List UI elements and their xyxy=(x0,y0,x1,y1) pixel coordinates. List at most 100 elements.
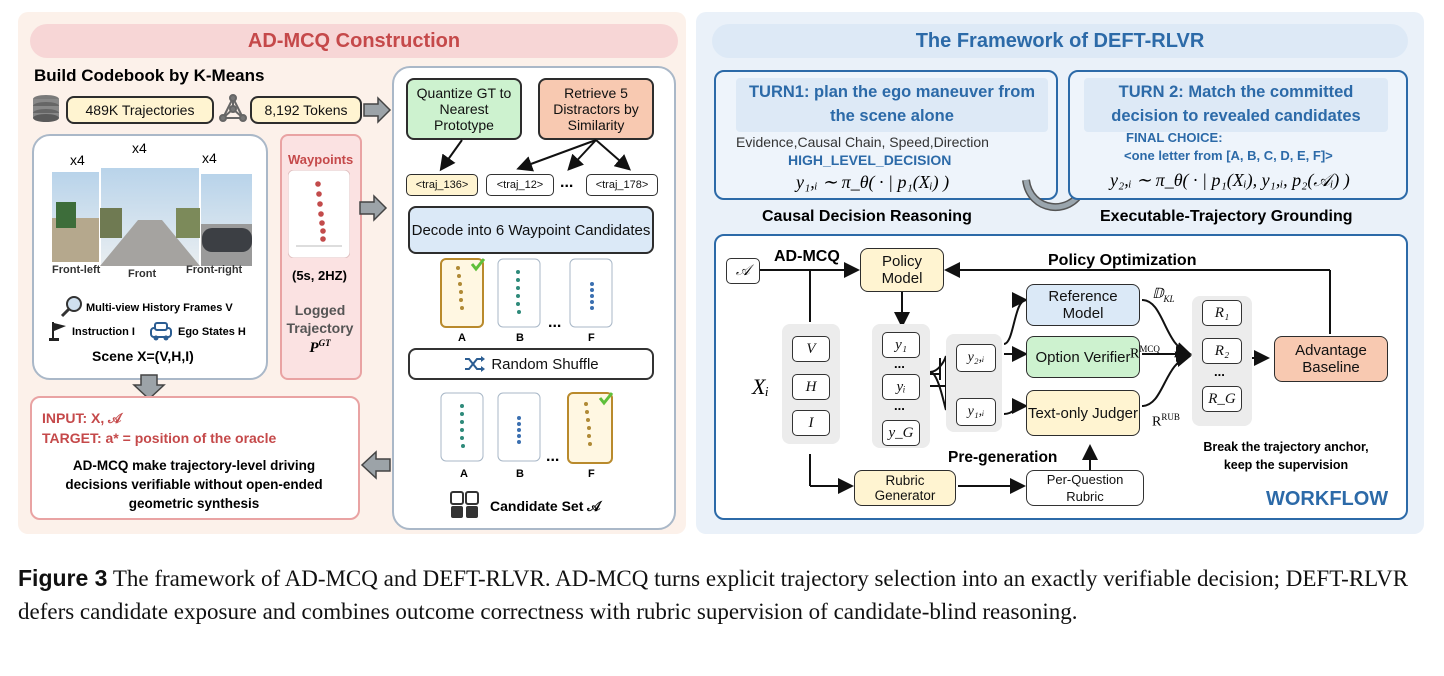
option-verifier-box: Option Verifier xyxy=(1026,336,1140,378)
xi-label: Xᵢ xyxy=(752,374,769,399)
multi-view-label: Multi-view History Frames V xyxy=(86,302,233,314)
r-ellipsis: ... xyxy=(1214,364,1225,379)
trajectories-box: 489K Trajectories xyxy=(66,96,214,124)
car-icon xyxy=(150,322,172,341)
down-arrow-icon xyxy=(132,374,166,400)
ad-mcq-description: AD-MCQ make trajectory-level driving dec… xyxy=(65,458,323,511)
target-line: TARGET: a* = position of the oracle xyxy=(42,430,277,446)
database-icon xyxy=(33,95,59,122)
i-node: I xyxy=(792,410,830,436)
shuffle-label: Random Shuffle xyxy=(491,355,599,373)
r1-node: R₁ xyxy=(1202,300,1242,326)
token-arrows xyxy=(439,139,632,172)
tokens-box: 8,192 Tokens xyxy=(250,96,362,124)
card-a-label-2: A xyxy=(460,468,468,480)
caption-lead: Figure 3 xyxy=(18,565,108,591)
rrub-label: RRUB xyxy=(1152,412,1180,430)
ad-mcq-title: AD-MCQ Construction xyxy=(30,24,678,58)
turn2-final: FINAL CHOICE: xyxy=(1126,130,1223,145)
candidate-cards-bottom xyxy=(440,392,614,464)
magnifier-icon xyxy=(60,296,82,318)
turn2-title: TURN 2: Match the committed decision to … xyxy=(1084,78,1388,132)
break-anchor-label: Break the trajectory anchor, xyxy=(1203,440,1369,454)
token-ellipsis: ... xyxy=(560,174,574,191)
camera-views-image xyxy=(52,168,252,267)
view-count-front: x4 xyxy=(132,140,147,156)
card-f-label-2: F xyxy=(588,468,595,480)
card-f-label: F xyxy=(588,332,595,344)
retrieve-box: Retrieve 5 Distractors by Similarity xyxy=(538,78,654,140)
yg-node: y_G xyxy=(882,420,920,446)
input-line: INPUT: X, 𝒜 xyxy=(42,410,122,426)
pgt-label: PGT xyxy=(309,338,331,356)
turn2-letter: <one letter from [A, B, C, D, E, F]> xyxy=(1124,148,1333,163)
figure-caption: Figure 3 The framework of AD-MCQ and DEF… xyxy=(18,562,1428,628)
candidate-set-node: 𝒜 xyxy=(726,258,760,284)
rg-node: R_G xyxy=(1202,386,1242,412)
rmcq-label: RMCQ xyxy=(1130,344,1160,362)
grid-icon xyxy=(450,491,479,518)
dkl-label: 𝔻KL xyxy=(1152,287,1175,304)
card-b-label-2: B xyxy=(516,468,524,480)
waypoints-plot xyxy=(288,170,350,258)
front-label: Front xyxy=(128,268,157,280)
shuffle-box: Random Shuffle xyxy=(408,348,654,380)
y1i-node: y₁,ᵢ xyxy=(956,398,996,426)
left-arrow-icon xyxy=(360,450,391,480)
y-ellipsis-1: ... xyxy=(894,356,905,371)
policy-model-box: Policy Model xyxy=(860,248,944,292)
advantage-baseline-box: Advantage Baseline xyxy=(1274,336,1388,382)
turn1-evidence: Evidence,Causal Chain, Speed,Direction xyxy=(736,134,989,150)
token-traj-12: <traj_12> xyxy=(486,174,554,196)
h-node: H xyxy=(792,374,830,400)
workflow-label: WORKFLOW xyxy=(1266,488,1389,510)
card-ellipsis: ... xyxy=(548,314,562,331)
ad-mcq-label: AD-MCQ xyxy=(774,248,840,265)
turn1-formula: y₁,ᵢ ∼ π_θ( · | p₁(Xᵢ) ) xyxy=(796,172,950,192)
decode-box: Decode into 6 Waypoint Candidates xyxy=(408,206,654,254)
turn2-formula: y₂,ᵢ ∼ π_θ( · | p₁(Xᵢ), y₁,ᵢ, p₂(𝒜ᵢ) ) xyxy=(1110,170,1350,190)
y1-node: y₁ xyxy=(882,332,920,358)
logged-label: Logged xyxy=(294,302,346,318)
scene-label: Scene X=(V,H,I) xyxy=(92,348,194,364)
instruction-label: Instruction I xyxy=(72,326,135,338)
trajectory-label: Trajectory xyxy=(286,320,354,336)
waypoints-rate: (5s, 2HZ) xyxy=(292,268,347,283)
grounding-label: Executable-Trajectory Grounding xyxy=(1100,208,1353,225)
keep-supervision-label: keep the supervision xyxy=(1223,458,1349,472)
token-traj-178: <traj_178> xyxy=(586,174,658,196)
y-ellipsis-2: ... xyxy=(894,398,905,413)
causal-label: Causal Decision Reasoning xyxy=(762,208,972,225)
turn1-decision: HIGH_LEVEL_DECISION xyxy=(788,152,952,168)
waypoints-title: Waypoints xyxy=(288,152,354,167)
input-target-box xyxy=(30,396,360,520)
view-count-right: x4 xyxy=(202,150,217,166)
pregen-label: Pre-generation xyxy=(948,449,1058,466)
ego-states-label: Ego States H xyxy=(178,326,246,338)
deft-rlvr-title: The Framework of DEFT-RLVR xyxy=(712,24,1408,58)
flag-icon xyxy=(49,322,66,341)
candidate-set-label: Candidate Set 𝒜 xyxy=(490,498,601,514)
yi-node: yᵢ xyxy=(882,374,920,400)
front-right-label: Front-right xyxy=(186,264,243,276)
v-node: V xyxy=(792,336,830,362)
card-b-label: B xyxy=(516,332,524,344)
view-count-left: x4 xyxy=(70,152,85,168)
right-arrow-icon-2 xyxy=(359,194,388,222)
cluster-icon xyxy=(219,94,247,122)
card-a-label: A xyxy=(458,332,466,344)
shuffle-icon xyxy=(465,356,486,372)
r2-node: R₂ xyxy=(1202,338,1242,364)
candidate-cards-top xyxy=(440,258,613,328)
caption-text: The framework of AD-MCQ and DEFT-RLVR. A… xyxy=(18,566,1409,624)
codebook-title: Build Codebook by K-Means xyxy=(34,66,265,85)
front-left-label: Front-left xyxy=(52,264,101,276)
reference-model-box: Reference Model xyxy=(1026,284,1140,326)
token-traj-136: <traj_136> xyxy=(406,174,478,196)
y2i-node: y₂,ᵢ xyxy=(956,344,996,372)
card-ellipsis-2: ... xyxy=(546,448,560,465)
quantize-box: Quantize GT to Nearest Prototype xyxy=(406,78,522,140)
policy-opt-label: Policy Optimization xyxy=(1048,252,1197,269)
turn1-title: TURN1: plan the ego maneuver from the sc… xyxy=(736,78,1048,132)
per-question-rubric-box: Per-Question Rubric xyxy=(1026,470,1144,506)
